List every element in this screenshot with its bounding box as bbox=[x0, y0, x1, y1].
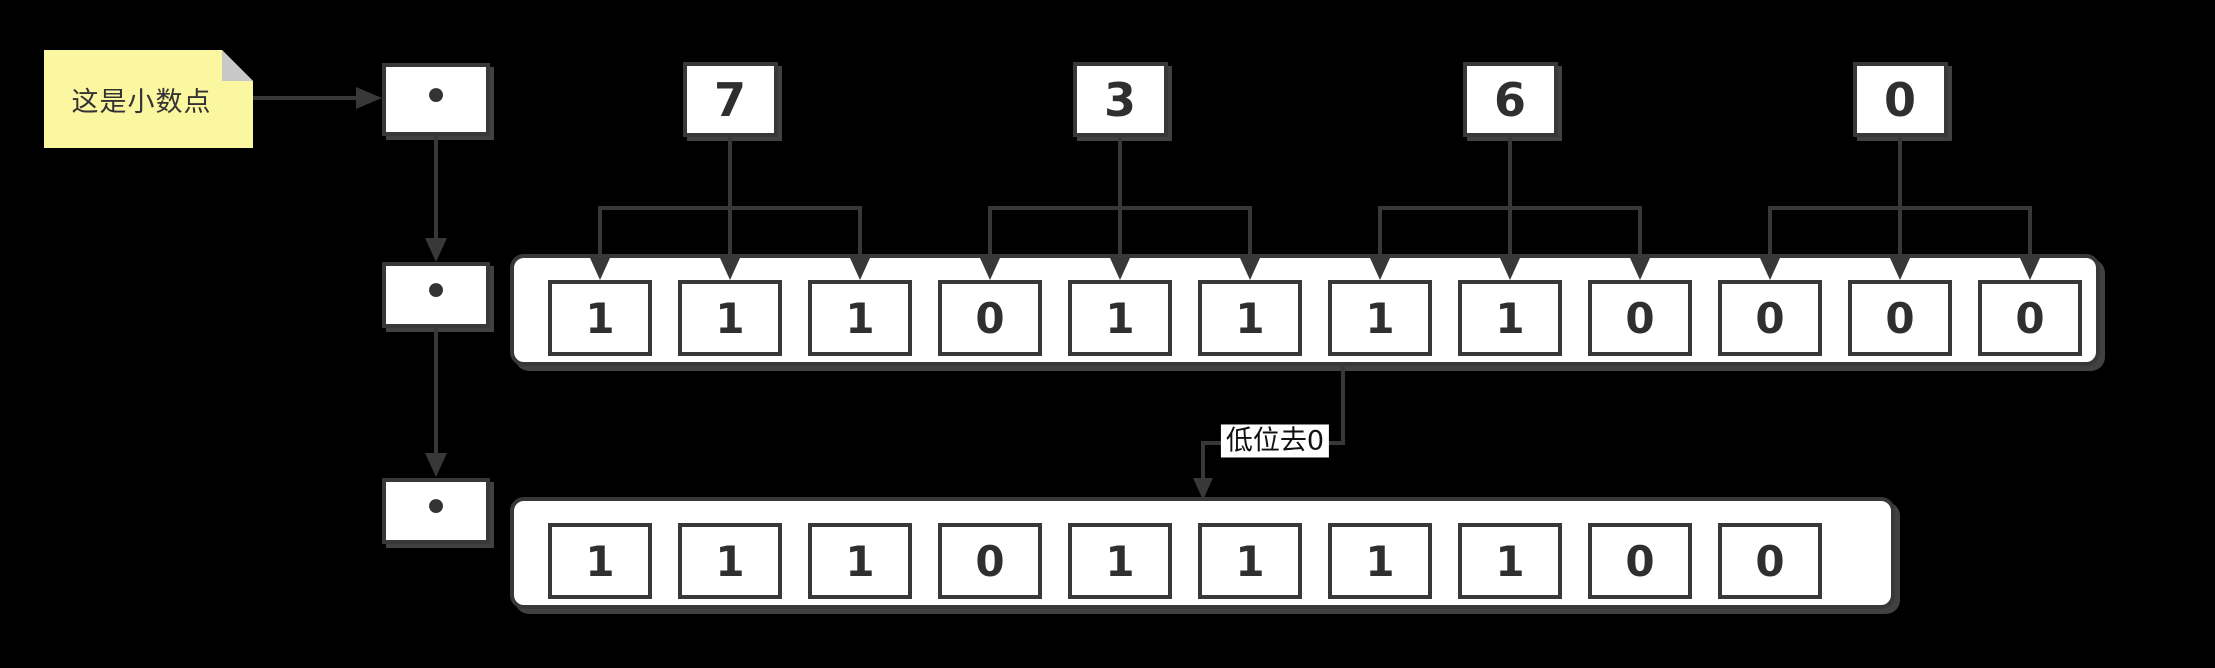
fan-drop-line bbox=[598, 210, 602, 258]
fan-drop-line bbox=[1378, 210, 1382, 258]
fan-stem-line bbox=[728, 137, 732, 206]
fan-drop-arrow-head-icon bbox=[1500, 258, 1520, 280]
decimal-flow-arrow-head-icon bbox=[425, 453, 447, 477]
binary-cell: 1 bbox=[1458, 280, 1562, 356]
binary-cell: 1 bbox=[808, 280, 912, 356]
fan-drop-arrow-head-icon bbox=[590, 258, 610, 280]
fan-bar-line bbox=[988, 206, 1252, 210]
decimal-point-dot: • bbox=[421, 68, 451, 125]
fan-drop-line bbox=[1638, 210, 1642, 258]
binary-cell: 1 bbox=[1068, 523, 1172, 599]
fan-drop-arrow-head-icon bbox=[1110, 258, 1130, 280]
octal-digit-value: 0 bbox=[1883, 72, 1916, 127]
binary-cell: 1 bbox=[1198, 280, 1302, 356]
binary-cell: 1 bbox=[1198, 523, 1302, 599]
binary-cell: 1 bbox=[1068, 280, 1172, 356]
decimal-point-dot: • bbox=[421, 480, 451, 536]
sticky-note: 这是小数点 bbox=[44, 50, 253, 148]
note-arrow-head-icon bbox=[356, 87, 382, 109]
fan-drop-line bbox=[1248, 210, 1252, 258]
decimal-flow-arrow-line bbox=[434, 136, 438, 238]
fan-drop-arrow-head-icon bbox=[1890, 258, 1910, 280]
note-arrow-line bbox=[253, 96, 357, 100]
decimal-point-dot: • bbox=[421, 264, 451, 320]
fan-drop-arrow-head-icon bbox=[850, 258, 870, 280]
fan-drop-line bbox=[1118, 210, 1122, 258]
binary-cell: 0 bbox=[938, 523, 1042, 599]
octal-digit-box: 7 bbox=[682, 62, 778, 137]
fan-bar-line bbox=[1378, 206, 1642, 210]
fan-drop-line bbox=[1768, 210, 1772, 258]
binary-cell: 1 bbox=[548, 280, 652, 356]
fan-drop-arrow-head-icon bbox=[980, 258, 1000, 280]
fan-drop-line bbox=[728, 210, 732, 258]
fan-drop-arrow-head-icon bbox=[1630, 258, 1650, 280]
binary-cell: 0 bbox=[1718, 523, 1822, 599]
decimal-flow-arrow-head-icon bbox=[425, 238, 447, 262]
octal-digit-box: 3 bbox=[1072, 62, 1168, 137]
binary-cell: 1 bbox=[808, 523, 912, 599]
fan-stem-line bbox=[1508, 137, 1512, 206]
octal-digit-value: 3 bbox=[1103, 72, 1136, 127]
binary-cell: 0 bbox=[938, 280, 1042, 356]
binary-cell: 0 bbox=[1718, 280, 1822, 356]
remove-zeros-connector-line bbox=[1201, 441, 1205, 478]
remove-zeros-connector-line bbox=[1341, 366, 1345, 443]
sticky-note-fold-icon bbox=[222, 50, 253, 81]
fan-stem-line bbox=[1898, 137, 1902, 206]
decimal-flow-arrow-line bbox=[434, 328, 438, 453]
remove-zeros-label: 低位去0 bbox=[1220, 424, 1330, 458]
fan-stem-line bbox=[1118, 137, 1122, 206]
binary-cell: 0 bbox=[1848, 280, 1952, 356]
fan-drop-line bbox=[1508, 210, 1512, 258]
octal-digit-value: 6 bbox=[1493, 72, 1526, 127]
fan-drop-arrow-head-icon bbox=[720, 258, 740, 280]
fan-drop-line bbox=[858, 210, 862, 258]
octal-digit-value: 7 bbox=[713, 72, 746, 127]
fan-drop-line bbox=[1898, 210, 1902, 258]
octal-digit-box: 0 bbox=[1852, 62, 1948, 137]
fan-drop-line bbox=[2028, 210, 2032, 258]
binary-cell: 0 bbox=[1588, 523, 1692, 599]
fan-drop-arrow-head-icon bbox=[1240, 258, 1260, 280]
fan-drop-line bbox=[988, 210, 992, 258]
octal-digit-box: 6 bbox=[1462, 62, 1558, 137]
binary-cell: 1 bbox=[1328, 280, 1432, 356]
binary-cell: 1 bbox=[678, 280, 782, 356]
decimal-point-box-bottom: • bbox=[382, 478, 490, 544]
binary-cell: 0 bbox=[1978, 280, 2082, 356]
binary-cell: 1 bbox=[1328, 523, 1432, 599]
fan-drop-arrow-head-icon bbox=[2020, 258, 2040, 280]
fan-bar-line bbox=[1768, 206, 2032, 210]
binary-cell: 1 bbox=[678, 523, 782, 599]
binary-cell: 1 bbox=[548, 523, 652, 599]
fan-drop-arrow-head-icon bbox=[1370, 258, 1390, 280]
decimal-point-box-middle: • bbox=[382, 262, 490, 328]
decimal-point-box-top: • bbox=[382, 63, 490, 136]
binary-cell: 0 bbox=[1588, 280, 1692, 356]
fan-drop-arrow-head-icon bbox=[1760, 258, 1780, 280]
fan-bar-line bbox=[598, 206, 862, 210]
remove-zeros-arrow-head-icon bbox=[1193, 478, 1213, 500]
binary-cell: 1 bbox=[1458, 523, 1562, 599]
sticky-note-text: 这是小数点 bbox=[71, 86, 212, 118]
